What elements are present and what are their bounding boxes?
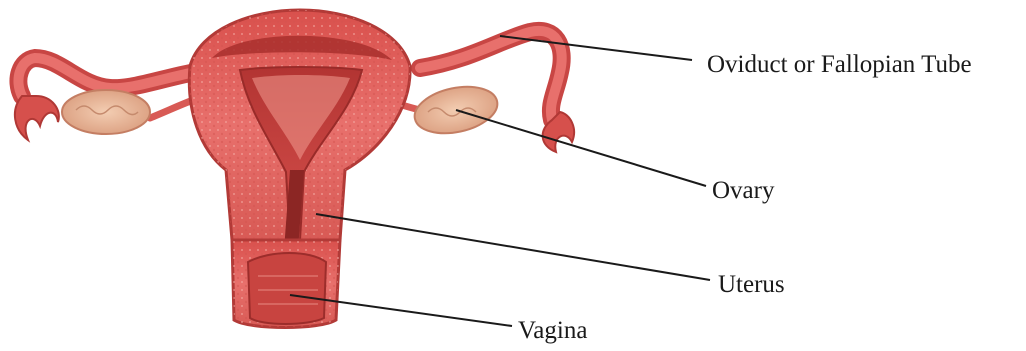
label-ovary: Ovary (712, 178, 774, 203)
label-oviduct: Oviduct or Fallopian Tube (707, 52, 972, 77)
leader-line-uterus (316, 214, 710, 280)
label-vagina: Vagina (518, 318, 587, 343)
leader-line-ovary (456, 110, 706, 186)
left-ovary (62, 90, 150, 134)
uterus (189, 10, 410, 250)
vagina-shape (232, 240, 340, 328)
label-uterus: Uterus (718, 272, 785, 297)
leader-line-oviduct (500, 36, 692, 60)
